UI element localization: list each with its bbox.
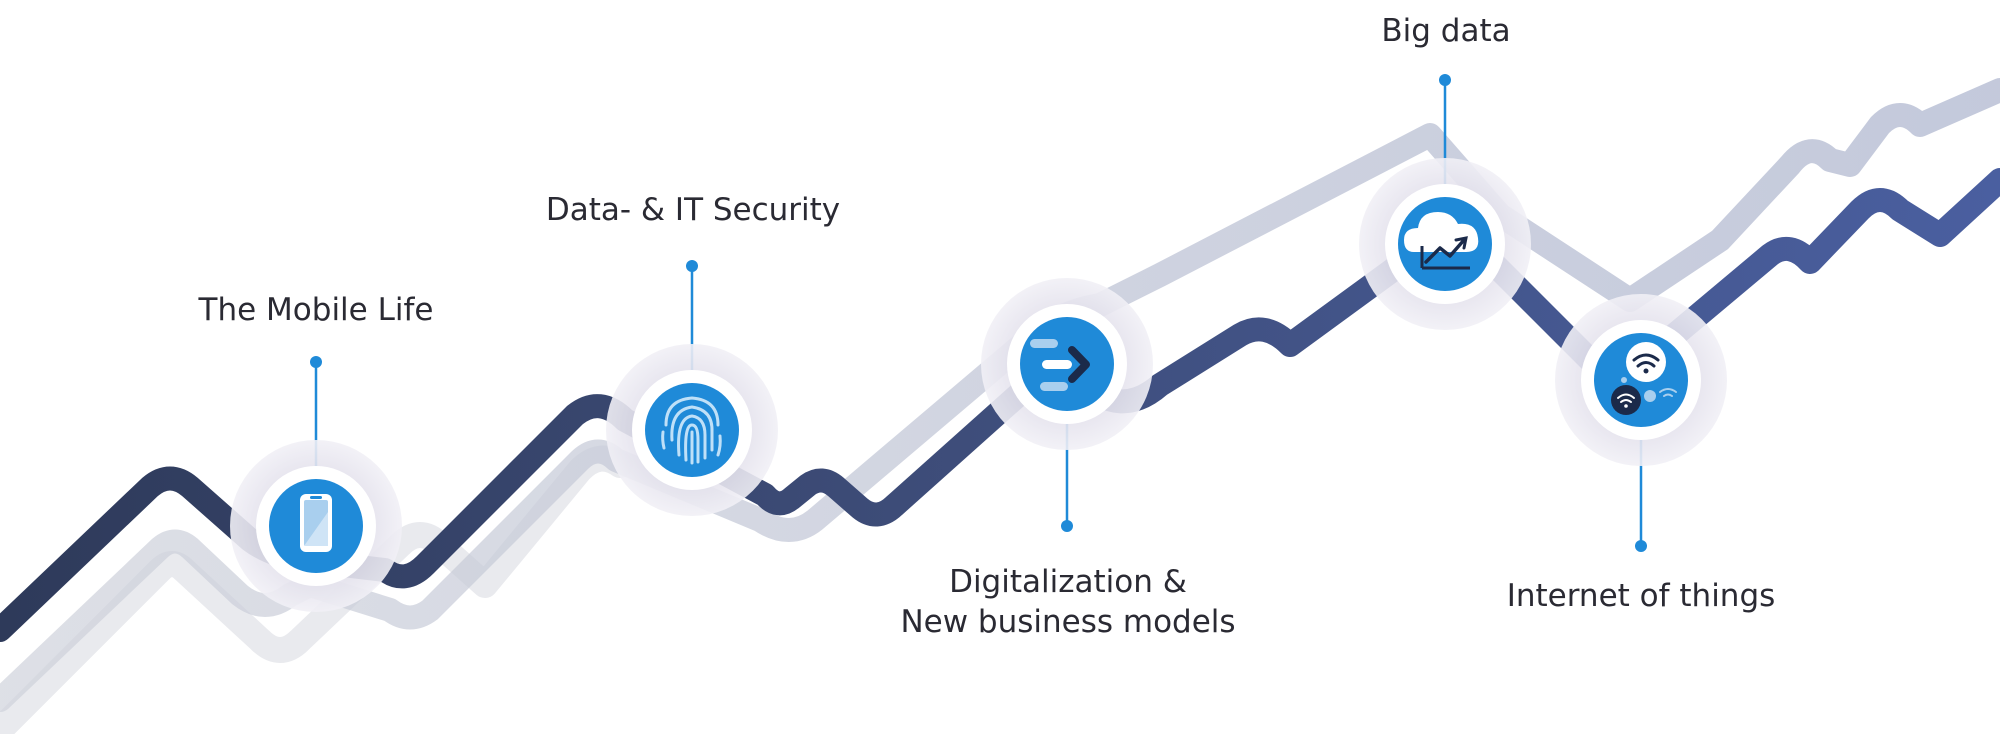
label-security: Data- & IT Security	[545, 192, 841, 228]
connector-dot	[310, 356, 322, 368]
smartphone-icon	[300, 494, 332, 552]
cloud-chart-icon	[1404, 212, 1479, 270]
wifi-network-icon	[1611, 342, 1677, 415]
label-digital-line-2: New business models	[900, 604, 1236, 640]
milestone-digital	[981, 278, 1153, 532]
arrow-transfer-icon	[1030, 339, 1090, 391]
milestone-iot	[1555, 294, 1727, 552]
label-bigdata: Big data	[1381, 13, 1511, 49]
label-mobile: The Mobile Life	[198, 292, 434, 328]
trail-mid	[0, 78, 2000, 712]
badge	[645, 383, 739, 477]
milestone-security	[606, 260, 778, 516]
milestone-mobile	[230, 356, 402, 612]
milestone-bigdata	[1359, 74, 1531, 330]
label-digital-line-1: Digitalization &	[949, 564, 1187, 600]
fingerprint-icon	[661, 396, 722, 465]
label-iot: Internet of things	[1506, 578, 1776, 614]
connector-dot	[1439, 74, 1451, 86]
connector-dot	[1635, 540, 1647, 552]
label-digital: Digitalization & New business models	[900, 562, 1235, 642]
connector-dot	[686, 260, 698, 272]
connector-dot	[1061, 520, 1073, 532]
